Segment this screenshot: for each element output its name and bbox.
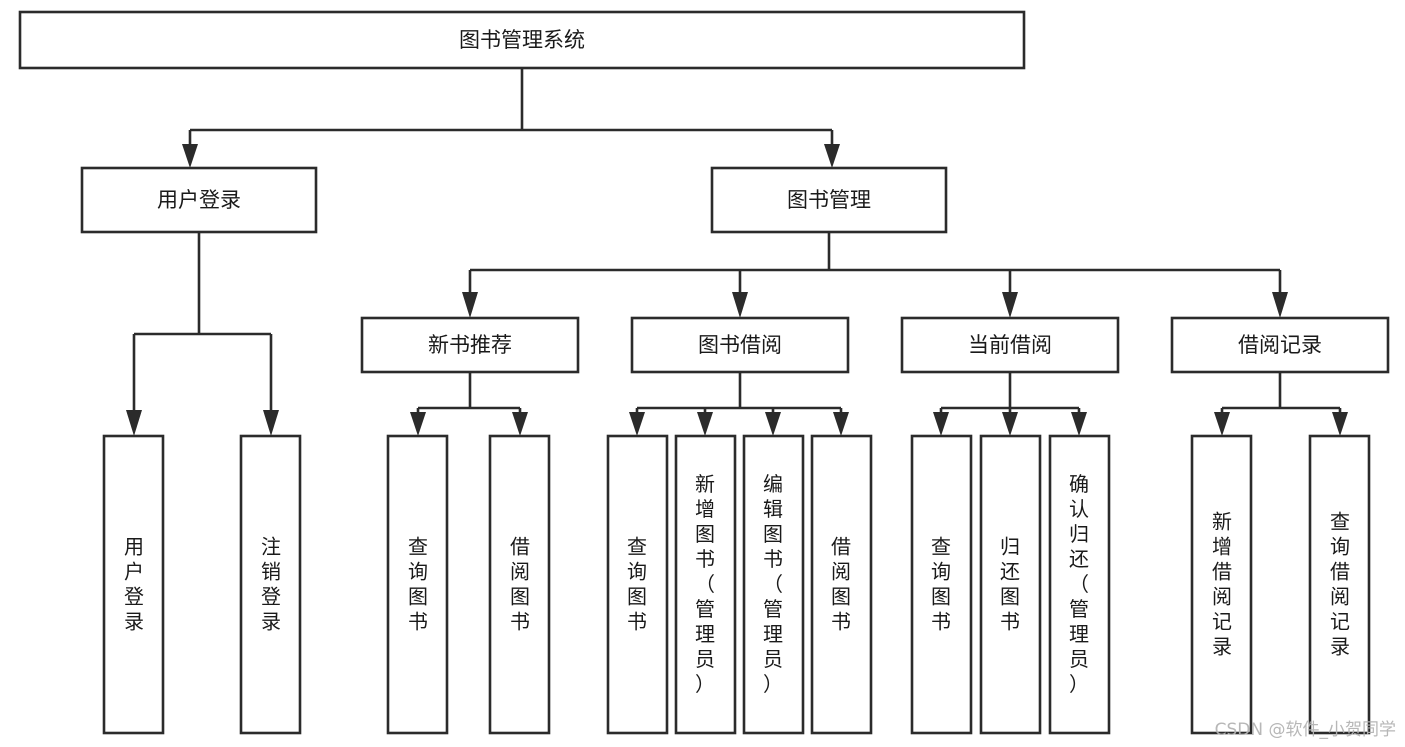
node-root-label: 图书管理系统 — [459, 28, 585, 52]
node-leaf-5-label: 查询图书 — [627, 535, 647, 634]
node-leaf-9-label: 查询图书 — [931, 535, 951, 634]
node-borrow[interactable]: 图书借阅 — [630, 316, 850, 374]
arrow-head-leaf-12 — [1214, 412, 1230, 436]
arrow-head-borrow — [732, 292, 748, 318]
node-leaf-12[interactable]: 新增借阅记录 — [1190, 434, 1253, 735]
arrow-head-leaf-9 — [933, 412, 949, 436]
node-leaf-11-label: 确认归还（管理员） — [1069, 472, 1089, 696]
node-record-box[interactable] — [1170, 316, 1390, 374]
node-record-label: 借阅记录 — [1238, 333, 1322, 357]
connector-group-record — [1214, 372, 1348, 436]
arrow-head-leaf-11 — [1071, 412, 1087, 436]
node-leaf-1[interactable]: 用户登录 — [102, 434, 165, 735]
node-leaf-4[interactable]: 借阅图书 — [488, 434, 551, 735]
arrow-head-leaf-3 — [410, 412, 426, 436]
node-leaf-6-box[interactable] — [674, 434, 737, 735]
node-newbook-box[interactable] — [360, 316, 580, 374]
connector-group-borrow — [629, 372, 849, 436]
node-leaf-6-label: 新增图书（管理员） — [695, 472, 715, 696]
connector-group-current — [933, 372, 1087, 436]
node-leaf-5[interactable]: 查询图书 — [606, 434, 669, 735]
arrow-head-leaf-13 — [1332, 412, 1348, 436]
node-leaf-9-box[interactable] — [910, 434, 973, 735]
arrow-head-current — [1002, 292, 1018, 318]
connector-group-root — [182, 68, 840, 168]
connector-group-login — [126, 232, 279, 436]
node-leaf-12-label: 新增借阅记录 — [1212, 510, 1232, 659]
node-leaf-8[interactable]: 借阅图书 — [810, 434, 873, 735]
arrow-head-leaf-4 — [512, 412, 528, 436]
node-bookmgmt[interactable]: 图书管理 — [710, 166, 948, 234]
connector-group-bookmgmt — [462, 232, 1288, 318]
node-current-label: 当前借阅 — [968, 333, 1052, 357]
node-login[interactable]: 用户登录 — [80, 166, 318, 234]
arrow-head-record — [1272, 292, 1288, 318]
node-leaf-2-box[interactable] — [239, 434, 302, 735]
arrow-head-leaf-6 — [697, 412, 713, 436]
node-borrow-box[interactable] — [630, 316, 850, 374]
arrow-head-bookmgmt — [824, 144, 840, 168]
node-current[interactable]: 当前借阅 — [900, 316, 1120, 374]
node-bookmgmt-label: 图书管理 — [787, 188, 871, 212]
arrow-head-leaf-8 — [833, 412, 849, 436]
node-leaf-6[interactable]: 新增图书（管理员） — [674, 434, 737, 735]
node-login-box[interactable] — [80, 166, 318, 234]
arrow-head-leaf-5 — [629, 412, 645, 436]
arrow-head-leaf-1 — [126, 410, 142, 436]
node-current-box[interactable] — [900, 316, 1120, 374]
node-leaf-13-label: 查询借阅记录 — [1330, 510, 1350, 659]
arrow-head-leaf-10 — [1002, 412, 1018, 436]
connector-group-newbook — [410, 372, 528, 436]
arrow-head-newbook — [462, 292, 478, 318]
node-leaf-8-label: 借阅图书 — [831, 535, 851, 634]
node-leaf-7-label: 编辑图书（管理员） — [763, 472, 783, 696]
node-leaf-11[interactable]: 确认归还（管理员） — [1048, 434, 1111, 735]
node-leaf-5-box[interactable] — [606, 434, 669, 735]
arrow-head-leaf-7 — [765, 412, 781, 436]
node-leaf-7[interactable]: 编辑图书（管理员） — [742, 434, 805, 735]
watermark-label: CSDN @软件_小贺同学 — [1215, 720, 1396, 740]
node-leaf-10-box[interactable] — [979, 434, 1042, 735]
node-leaf-8-box[interactable] — [810, 434, 873, 735]
node-leaf-13-box[interactable] — [1308, 434, 1371, 735]
node-login-label: 用户登录 — [157, 188, 241, 212]
node-leaf-10[interactable]: 归还图书 — [979, 434, 1042, 735]
node-leaf-10-label: 归还图书 — [1000, 535, 1020, 634]
node-leaf-9[interactable]: 查询图书 — [910, 434, 973, 735]
node-leaf-3-box[interactable] — [386, 434, 449, 735]
node-newbook-label: 新书推荐 — [428, 333, 512, 357]
node-record[interactable]: 借阅记录 — [1170, 316, 1390, 374]
node-leaf-2-label: 注销登录 — [261, 535, 281, 634]
node-leaf-4-box[interactable] — [488, 434, 551, 735]
node-leaf-1-box[interactable] — [102, 434, 165, 735]
node-root-box[interactable] — [18, 10, 1026, 70]
node-borrow-label: 图书借阅 — [698, 333, 782, 357]
node-bookmgmt-box[interactable] — [710, 166, 948, 234]
node-leaf-4-label: 借阅图书 — [510, 535, 530, 634]
node-leaf-11-box[interactable] — [1048, 434, 1111, 735]
node-leaf-13[interactable]: 查询借阅记录 — [1308, 434, 1371, 735]
arrow-head-leaf-2 — [263, 410, 279, 436]
node-leaf-3[interactable]: 查询图书 — [386, 434, 449, 735]
node-newbook[interactable]: 新书推荐 — [360, 316, 580, 374]
node-leaf-7-box[interactable] — [742, 434, 805, 735]
node-leaf-1-label: 用户登录 — [124, 535, 144, 634]
arrow-head-login — [182, 144, 198, 168]
node-leaf-3-label: 查询图书 — [408, 535, 428, 634]
node-root[interactable]: 图书管理系统 — [18, 10, 1026, 70]
node-leaf-2[interactable]: 注销登录 — [239, 434, 302, 735]
node-leaf-12-box[interactable] — [1190, 434, 1253, 735]
